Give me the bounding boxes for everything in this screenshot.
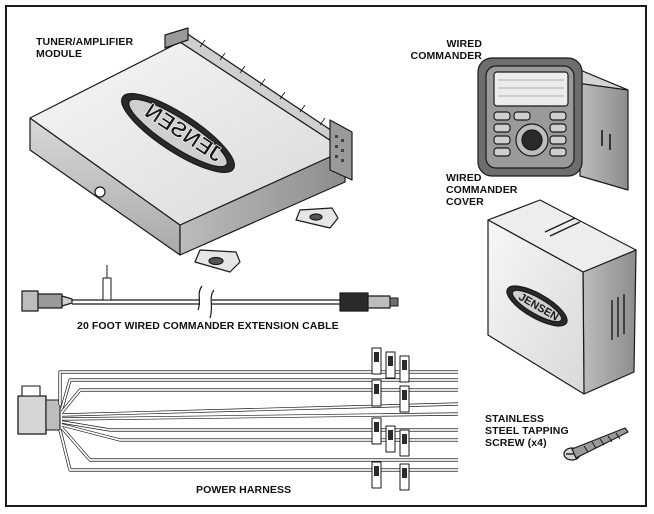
wired-commander-cover-label: WIRED COMMANDER COVER	[446, 172, 517, 208]
wired-commander-unit	[477, 57, 629, 191]
commander-label-line-1: WIRED	[446, 38, 482, 50]
cover-label-line-2: COMMANDER	[446, 184, 518, 196]
tuner-amplifier-module-label: TUNER/AMPLIFIER MODULE	[36, 36, 133, 60]
cover-label-line-3: COVER	[446, 196, 484, 208]
tuner-label-line-1: TUNER/AMPLIFIER	[36, 36, 134, 48]
power-harness	[17, 347, 459, 491]
cover-label-line-1: WIRED	[446, 172, 482, 184]
extension-cable	[21, 265, 399, 319]
tapping-screw	[563, 427, 629, 461]
tapping-screw-label: STAINLESS STEEL TAPPING SCREW (x4)	[485, 413, 569, 449]
screw-label-line-3: SCREW (x4)	[485, 437, 547, 449]
screw-label-line-2: STEEL TAPPING	[485, 425, 569, 437]
wired-commander-cover	[487, 199, 637, 395]
tuner-label-line-2: MODULE	[36, 48, 83, 60]
extension-cable-label: 20 FOOT WIRED COMMANDER EXTENSION CABLE	[77, 320, 339, 332]
power-harness-label: POWER HARNESS	[196, 484, 292, 496]
screw-label-line-1: STAINLESS	[485, 413, 545, 425]
wired-commander-label: WIRED COMMANDER	[396, 38, 482, 62]
commander-label-line-2: COMMANDER	[410, 50, 482, 62]
tuner-amplifier-module	[29, 27, 353, 273]
